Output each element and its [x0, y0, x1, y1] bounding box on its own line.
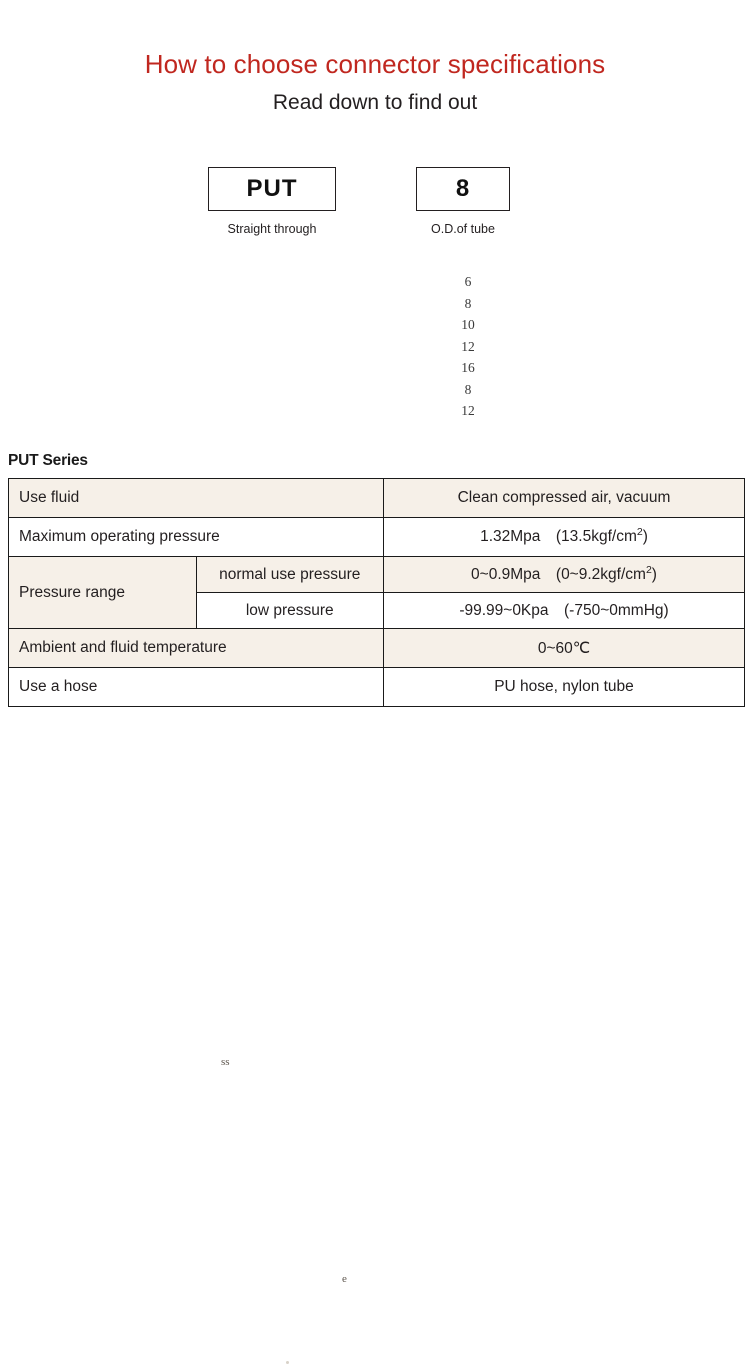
table-row: Use a hose PU hose, nylon tube	[8, 667, 745, 1364]
specification-table: Use fluid Clean compressed air, vacuum M…	[8, 478, 745, 1364]
spec-value: 1.32Mpa (13.5kgf/cm2)	[383, 517, 745, 557]
tube-size-code-box: 8	[416, 167, 510, 211]
scan-artifact-ss: ss	[221, 1056, 230, 1068]
spec-label: Ambient and fluid temperature e	[8, 628, 384, 1285]
page-title: How to choose connector specifications	[144, 49, 606, 79]
list-item: 10	[461, 317, 475, 332]
spec-label-text: Use a hose	[19, 678, 98, 695]
list-item: 8	[464, 381, 472, 397]
tube-size-option-list: 6 8 10 12 16 8 12	[408, 271, 528, 422]
spec-value-text: 1.32Mpa (13.5kgf/cm	[480, 528, 637, 545]
list-item: 8	[464, 295, 472, 311]
spec-label-text: Maximum operating pressure	[19, 528, 220, 545]
spec-label: Maximum operating pressure ss	[8, 517, 384, 1068]
table-row: Use fluid Clean compressed air, vacuum	[8, 478, 745, 518]
list-item: 6	[464, 274, 472, 289]
spec-sublabel: low pressure	[195, 592, 384, 629]
spec-value: -99.99~0Kpa (-750~0mmHg)	[383, 592, 745, 629]
spec-label-text: Ambient and fluid temperature	[19, 639, 227, 656]
table-row: Ambient and fluid temperature e 0~60℃	[8, 628, 745, 1285]
spec-table-heading: PUT Series	[8, 452, 88, 469]
list-item: 12	[461, 338, 475, 354]
spec-label: Use fluid	[8, 478, 384, 518]
table-row: Pressure range normal use pressure 0~0.9…	[8, 556, 745, 629]
series-code-caption: Straight through	[227, 222, 317, 236]
spec-sublabel: normal use pressure	[195, 556, 384, 593]
spec-value: 0~0.9Mpa (0~9.2kgf/cm2)	[383, 556, 745, 593]
page-subtitle: Read down to find out	[272, 91, 478, 114]
spec-value-tail: )	[642, 528, 648, 545]
spec-group-label: Pressure range	[8, 556, 197, 629]
spec-value: 0~60℃	[383, 628, 745, 668]
spec-value-superscript: 2	[636, 525, 643, 538]
series-code-box: PUT	[208, 167, 336, 211]
list-item: 12	[461, 403, 475, 418]
table-row: Maximum operating pressure ss 1.32Mpa (1…	[8, 517, 745, 1068]
tube-size-caption: O.D.of tube	[431, 222, 495, 236]
spec-label: Use a hose	[8, 667, 384, 1364]
spec-value-superscript: 2	[645, 563, 652, 576]
scan-artifact-e: e	[342, 1273, 347, 1285]
list-item: 16	[461, 360, 475, 375]
spec-value-tail: )	[651, 565, 657, 583]
spec-value: Clean compressed air, vacuum	[383, 478, 745, 518]
spec-value-text: 0~0.9Mpa (0~9.2kgf/cm	[471, 565, 646, 583]
spec-value: PU hose, nylon tube	[383, 667, 745, 707]
